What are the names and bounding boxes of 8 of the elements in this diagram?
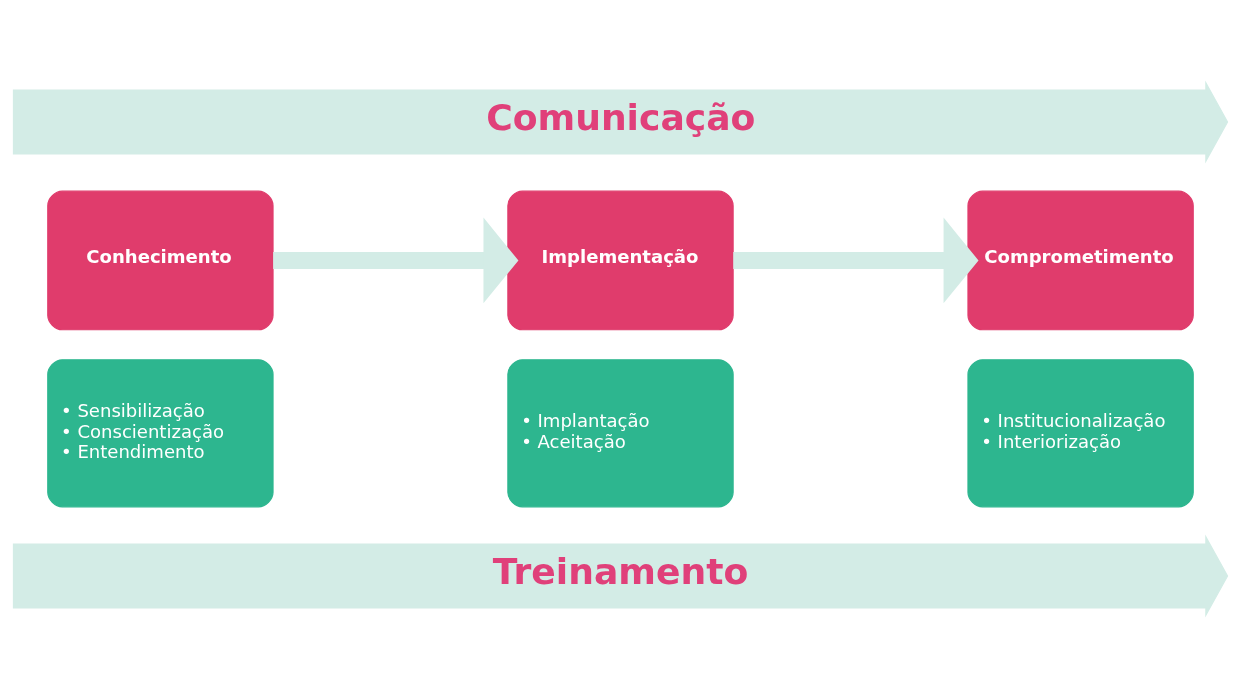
- arrow: [273, 217, 519, 303]
- node-box: • Implantação • Aceitação: [507, 358, 734, 507]
- node-box: • Sensibilização • Conscientização • Entendimento: [47, 358, 274, 507]
- node-box: Conhecimento: [47, 190, 274, 330]
- node-box: • Institucionalização • Interiorização: [967, 358, 1194, 507]
- arrow: [733, 217, 979, 303]
- node-box: Comprometimento: [967, 190, 1194, 330]
- node-box: Implementação: [507, 190, 734, 330]
